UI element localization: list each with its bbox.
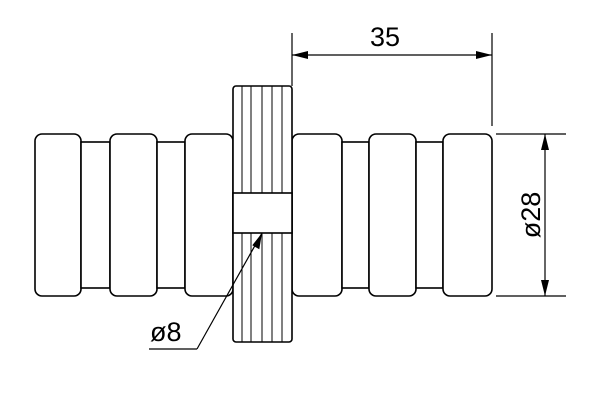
left-knob-neck-1 [80,141,111,289]
leader-arrow [252,233,262,250]
diameter-dimension: ø28 [496,133,566,297]
hole-diameter-leader: ø8 [149,232,263,350]
right-knob-segment-2 [368,133,417,297]
left-knob-segment-3 [184,133,234,297]
arrow-bottom [541,280,549,296]
center-flange [232,85,293,343]
right-knob-segment-1 [291,133,343,297]
outer-diameter-label: ø28 [516,192,546,239]
hole-diameter-label: ø8 [150,317,182,347]
length-dimension-label: 35 [370,22,400,52]
arrow-top [541,134,549,150]
arrow-left [292,51,308,59]
left-knob-neck-2 [156,141,186,289]
leader-line [196,232,263,350]
center-hole [232,192,293,234]
right-knob-neck-1 [341,141,370,289]
length-dimension: 35 [291,22,493,126]
right-knob-segment-3 [442,133,493,297]
left-knob-segment-1 [34,133,82,297]
right-knob [291,133,493,297]
left-knob [34,133,234,297]
left-knob-segment-2 [109,133,158,297]
right-knob-neck-2 [415,141,444,289]
arrow-right [476,51,492,59]
